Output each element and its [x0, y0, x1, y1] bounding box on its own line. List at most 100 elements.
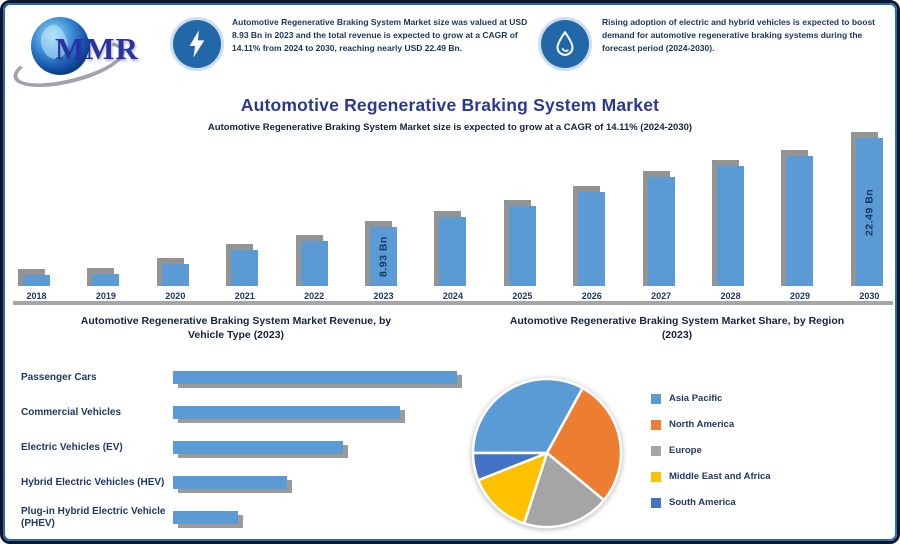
- globe-icon: [31, 17, 89, 75]
- revenue-chart-title: Automotive Regenerative Braking System M…: [15, 314, 457, 342]
- revenue-bar: [173, 406, 457, 423]
- market-bar: [642, 171, 675, 286]
- legend-item: South America: [651, 497, 771, 508]
- market-bar-slot: 2024: [434, 138, 467, 301]
- pie-slice: [545, 386, 623, 502]
- legend-swatch: [651, 445, 661, 456]
- revenue-bar-fill: [173, 476, 292, 493]
- segment-label: Electric Vehicles (EV): [21, 441, 123, 453]
- revenue-bar: [173, 511, 457, 528]
- logo-text: MMR: [55, 31, 139, 66]
- legend-swatch: [651, 393, 661, 404]
- subtitle: Automotive Regenerative Braking System M…: [207, 122, 693, 133]
- year-label: 2018: [26, 291, 47, 301]
- market-bar-slot: 2028: [712, 138, 745, 301]
- year-label: 2027: [651, 291, 672, 301]
- year-label: 2021: [234, 291, 255, 301]
- revenue-bar-fill: [173, 441, 349, 458]
- market-size-bar-chart: 2018 2019 2020 2021 2022 8.93 Bn 2023 2024 2025 2…: [18, 132, 883, 301]
- revenue-chart-title-line2: Vehicle Type (2023): [187, 329, 285, 342]
- market-bar: [226, 244, 259, 286]
- market-bar-slot: 2019: [87, 138, 120, 301]
- year-label: 2019: [95, 291, 116, 301]
- water-drop-icon: [541, 20, 589, 68]
- year-label: 2029: [789, 291, 810, 301]
- legend-item: Europe: [651, 445, 771, 456]
- market-bar-slot: 2022: [295, 138, 328, 301]
- legend-swatch: [651, 471, 661, 482]
- market-bar-slot: 2018: [18, 138, 50, 301]
- market-bar-slot: 2029: [781, 138, 814, 301]
- market-bar: [781, 150, 814, 286]
- market-bar: 22.49 Bn: [850, 132, 883, 286]
- year-label: 2023: [373, 291, 394, 301]
- market-driver-highlight-text: Rising adoption of electric and hybrid v…: [602, 17, 875, 53]
- bar-value-label: 8.93 Bn: [377, 236, 390, 277]
- year-label: 2024: [442, 291, 463, 301]
- revenue-chart-title-line1: Automotive Regenerative Braking System M…: [80, 315, 392, 327]
- year-label: 2030: [859, 291, 880, 301]
- market-bar: 8.93 Bn: [365, 221, 398, 286]
- legend-item: Middle East and Africa: [651, 471, 771, 482]
- market-bar: [295, 235, 328, 286]
- market-bar-slot: 2021: [226, 138, 259, 301]
- revenue-bar-row: Commercial Vehicles: [21, 395, 457, 430]
- year-label: 2028: [720, 291, 741, 301]
- segment-label: Plug-in Hybrid Electric Vehicle (PHEV): [21, 506, 166, 529]
- revenue-bar-row: Passenger Cars: [21, 360, 462, 395]
- legend-label: Middle East and Africa: [669, 471, 771, 482]
- lightning-icon: [173, 20, 221, 68]
- share-chart-title-line2: (2023): [661, 329, 693, 342]
- mmr-logo: MMR: [9, 11, 175, 97]
- market-bar: [156, 258, 189, 286]
- share-chart-title: Automotive Regenerative Braking System M…: [459, 314, 895, 342]
- revenue-bar-row: Hybrid Electric Vehicles (HEV): [21, 465, 457, 500]
- segment-label: Passenger Cars: [21, 371, 97, 383]
- share-chart-title-line1: Automotive Regenerative Braking System M…: [509, 315, 845, 327]
- market-bar: [87, 268, 120, 286]
- revenue-bar-chart: Passenger Cars Commercial Vehicles Elect…: [21, 360, 462, 535]
- year-label: 2026: [581, 291, 602, 301]
- region-pie-chart: [471, 377, 623, 529]
- segment-label: Hybrid Electric Vehicles (HEV): [21, 476, 165, 488]
- revenue-bar: [173, 476, 457, 493]
- market-bar: [434, 211, 467, 286]
- legend-item: North America: [651, 419, 771, 430]
- legend-swatch: [651, 497, 661, 508]
- market-bar: [18, 269, 50, 286]
- legend-label: North America: [669, 419, 735, 430]
- market-bar: [712, 160, 745, 286]
- page-title: Automotive Regenerative Braking System M…: [240, 95, 660, 115]
- market-bar-slot: 22.49 Bn 2030: [850, 132, 883, 301]
- revenue-bar-fill: [173, 371, 462, 388]
- legend-item: Asia Pacific: [651, 393, 771, 404]
- pie-slice: [471, 377, 584, 455]
- legend-label: Asia Pacific: [669, 393, 723, 404]
- market-bar-slot: 2020: [156, 138, 189, 301]
- market-size-highlight-text: Automotive Regenerative Braking System M…: [232, 17, 528, 53]
- revenue-bar: [173, 441, 457, 458]
- pie-slice: [471, 451, 549, 482]
- revenue-bar: [173, 371, 462, 388]
- legend-label: South America: [669, 497, 736, 508]
- market-bar: [503, 200, 536, 286]
- year-label: 2020: [165, 291, 186, 301]
- segment-label: Commercial Vehicles: [21, 406, 122, 418]
- year-label: 2025: [512, 291, 533, 301]
- revenue-bar-row: Electric Vehicles (EV): [21, 430, 457, 465]
- revenue-bar-row: Plug-in Hybrid Electric Vehicle (PHEV): [21, 500, 457, 535]
- pie-slice: [522, 451, 606, 529]
- legend-label: Europe: [669, 445, 702, 456]
- bar-value-label: 22.49 Bn: [863, 188, 876, 236]
- market-bar-slot: 2025: [503, 138, 536, 301]
- market-bar-slot: 8.93 Bn 2023: [365, 138, 398, 301]
- legend-swatch: [651, 419, 661, 430]
- market-bar: [573, 186, 606, 286]
- year-label: 2022: [304, 291, 325, 301]
- revenue-bar-fill: [173, 406, 406, 423]
- pie-slice: [476, 451, 549, 525]
- market-bar-slot: 2027: [642, 138, 675, 301]
- market-bar-slot: 2026: [573, 138, 606, 301]
